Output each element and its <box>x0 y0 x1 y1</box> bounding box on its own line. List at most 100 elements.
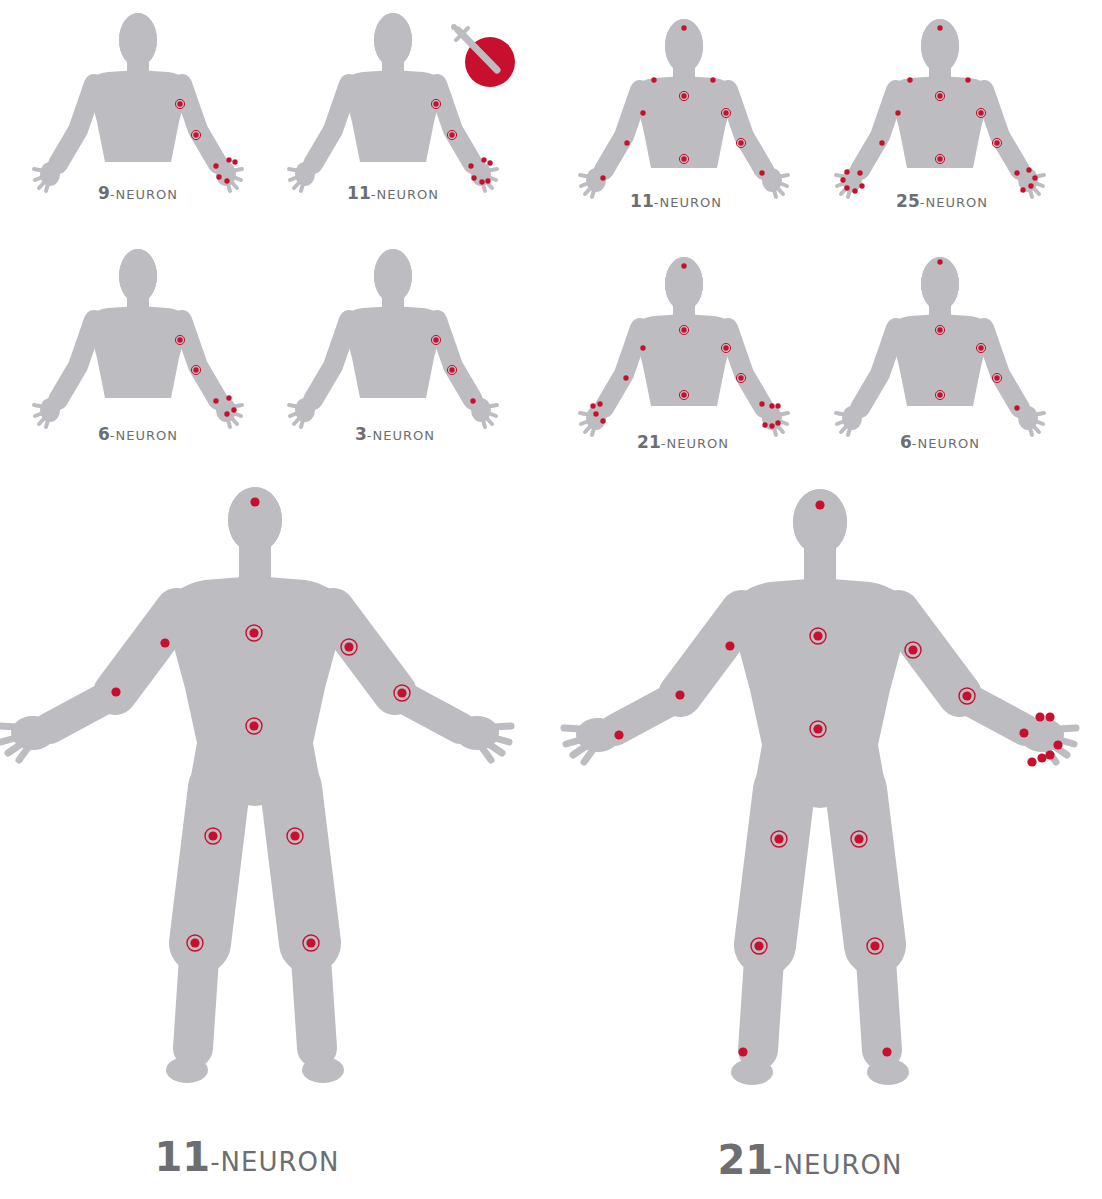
neuron-ring <box>935 91 944 100</box>
neuron-dot <box>681 156 686 161</box>
neuron-dot <box>1028 183 1033 188</box>
neuron-dot <box>623 375 628 380</box>
neuron-dot <box>485 178 490 183</box>
neuron-dot <box>344 642 353 651</box>
neuron-dot <box>1014 405 1019 410</box>
sword-icon <box>451 24 515 87</box>
neuron-count: 9 <box>98 183 110 203</box>
neuron-dot <box>250 497 259 506</box>
neuron-ring <box>721 343 730 352</box>
neuron-dot <box>978 110 983 115</box>
neuron-dot <box>813 724 822 733</box>
neuron-dot <box>723 110 728 115</box>
neuron-dot <box>857 170 862 175</box>
neuron-dot <box>937 25 942 30</box>
full-body <box>564 489 1076 1085</box>
neuron-ring <box>246 625 262 641</box>
neuron-ring <box>205 828 221 844</box>
neuron-dot <box>593 411 598 416</box>
neuron-dot <box>651 77 656 82</box>
neuron-dot <box>937 259 942 264</box>
neuron-ring <box>935 154 944 163</box>
neuron-dot <box>600 418 605 423</box>
neuron-ring <box>679 390 688 399</box>
neuron-ring <box>935 325 944 334</box>
neuron-ring <box>976 343 985 352</box>
neuron-dot <box>1045 712 1054 721</box>
neuron-dot <box>738 140 743 145</box>
neuron-ring <box>867 938 883 954</box>
neuron-dot <box>775 420 780 425</box>
neuron-dot <box>193 367 198 372</box>
neuron-ring <box>447 365 456 374</box>
neuron-dot <box>481 157 486 162</box>
neuron-ring <box>992 373 1001 382</box>
neuron-count: 6 <box>98 424 110 444</box>
neuron-dot <box>1032 175 1037 180</box>
neuron-dot <box>226 157 231 162</box>
neuron-dot <box>249 721 258 730</box>
neuron-ring <box>992 138 1001 147</box>
neuron-count: 21 <box>718 1137 774 1183</box>
neuron-dot <box>854 834 863 843</box>
neuron-dot <box>468 163 473 168</box>
neuron-dot <box>177 337 182 342</box>
neuron-dot <box>640 110 645 115</box>
neuron-dot <box>759 401 764 406</box>
neuron-dot <box>224 411 229 416</box>
neuron-label: 6-NEURON <box>900 434 980 451</box>
full-body <box>0 487 511 1083</box>
neuron-dot <box>681 263 686 268</box>
neuron-dot <box>774 834 783 843</box>
neuron-count: 11 <box>630 191 654 211</box>
neuron-dot <box>208 831 217 840</box>
neuron-dot <box>908 645 917 654</box>
neuron-dot <box>965 77 970 82</box>
neuron-ring <box>175 335 184 344</box>
neuron-dot <box>597 401 602 406</box>
neuron-dot <box>160 638 169 647</box>
neuron-count: 3 <box>355 424 367 444</box>
neuron-dot <box>1035 712 1044 721</box>
neuron-dot <box>1020 187 1025 192</box>
neuron-label: 11-NEURON <box>347 185 439 202</box>
neuron-ring <box>935 390 944 399</box>
neuron-dot <box>213 398 218 403</box>
neuron-dot <box>840 177 845 182</box>
neuron-dot <box>193 132 198 137</box>
neuron-dot <box>624 140 629 145</box>
neuron-ring <box>905 642 921 658</box>
neuron-word: -NEURON <box>920 195 988 210</box>
neuron-dot <box>1037 753 1046 762</box>
neuron-label: 9-NEURON <box>98 185 178 202</box>
neuron-ring <box>959 688 975 704</box>
neuron-dot <box>640 345 645 350</box>
neuron-dot <box>449 132 454 137</box>
neuron-dot <box>232 159 237 164</box>
neuron-dot <box>1026 167 1031 172</box>
neuron-label: 21-NEURON <box>637 434 729 451</box>
neuron-dot <box>681 392 686 397</box>
neuron-dot <box>1027 757 1036 766</box>
neuron-dot <box>775 403 780 408</box>
neuron-dot <box>852 188 857 193</box>
neuron-label: 21-NEURON <box>718 1140 903 1180</box>
neuron-dot <box>111 687 120 696</box>
neuron-dot <box>224 178 229 183</box>
neuron-dot <box>710 77 715 82</box>
neuron-ring <box>191 365 200 374</box>
neuron-ring <box>736 138 745 147</box>
neuron-dot <box>725 641 734 650</box>
neuron-word: -NEURON <box>912 436 980 451</box>
neuron-dot <box>759 170 764 175</box>
neuron-ring <box>394 685 410 701</box>
neuron-count: 6 <box>900 432 912 452</box>
neuron-ring <box>246 718 262 734</box>
neuron-dot <box>882 1047 891 1056</box>
neuron-dot <box>1045 750 1054 759</box>
neuron-dot <box>844 185 849 190</box>
upper-body <box>289 13 497 191</box>
neuron-ring <box>751 938 767 954</box>
neuron-dot <box>471 175 476 180</box>
